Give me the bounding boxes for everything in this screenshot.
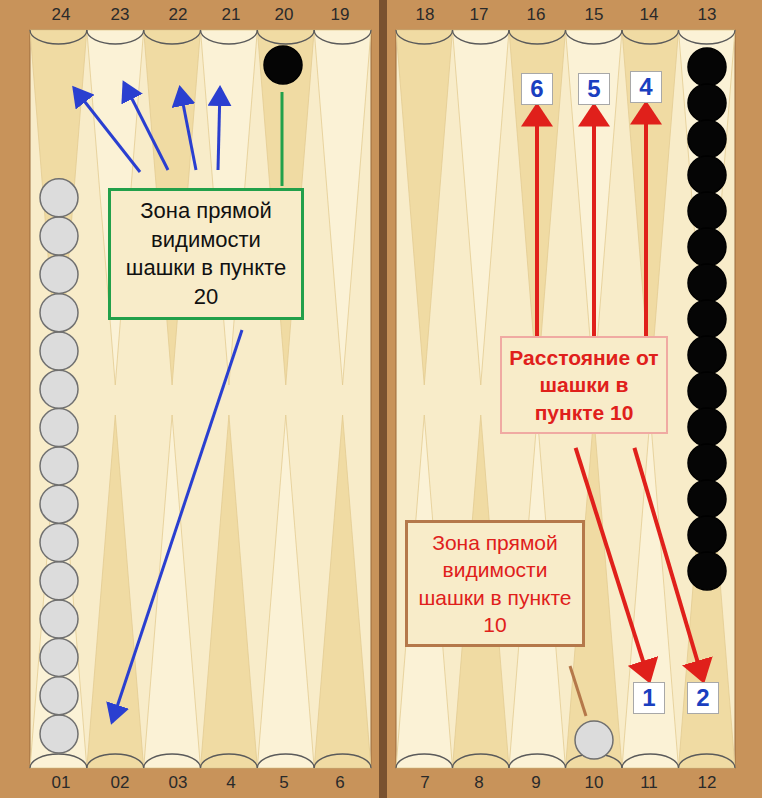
point-number: 02 — [111, 773, 130, 793]
point-number: 23 — [111, 5, 130, 25]
point-number: 22 — [169, 5, 188, 25]
arrow-connector — [576, 448, 649, 680]
point-number: 20 — [275, 5, 294, 25]
node-text: Расстояние от шашки в пункте 10 — [508, 344, 660, 426]
point-number: 7 — [420, 773, 429, 793]
point-number: 8 — [474, 773, 483, 793]
point-number: 5 — [279, 773, 288, 793]
point-number: 15 — [585, 5, 604, 25]
node-text: Зона прямой видимости шашки в пункте 10 — [418, 529, 572, 638]
number-box: 2 — [687, 682, 719, 714]
point-number: 14 — [640, 5, 659, 25]
point-number: 10 — [585, 773, 604, 793]
arrow-connector — [634, 448, 703, 680]
node-text: Зона прямой видимости шашки в пункте 20 — [124, 197, 288, 311]
point-number: 11 — [640, 773, 658, 793]
point-number: 19 — [331, 5, 350, 25]
node-text: 6 — [522, 75, 552, 103]
number-box: 5 — [578, 73, 610, 105]
number-box: 1 — [633, 682, 665, 714]
point-number: 4 — [226, 773, 235, 793]
sight-zone-box: Зона прямой видимости шашки в пункте 20 — [108, 188, 304, 320]
point-number: 17 — [470, 5, 489, 25]
point-number: 18 — [416, 5, 435, 25]
node-text: 4 — [631, 73, 661, 101]
sight-zone-box: Зона прямой видимости шашки в пункте 10 — [405, 520, 585, 647]
node-text: 5 — [579, 75, 609, 103]
point-number: 21 — [222, 5, 241, 25]
point-number: 03 — [169, 773, 188, 793]
arrow-connector — [535, 107, 539, 336]
number-box: 6 — [521, 73, 553, 105]
number-box: 4 — [630, 71, 662, 103]
point-number: 16 — [527, 5, 546, 25]
node-text: 1 — [634, 684, 664, 712]
point-number: 24 — [52, 5, 71, 25]
point-number: 01 — [52, 773, 71, 793]
point-number: 9 — [531, 773, 540, 793]
point-number: 13 — [698, 5, 717, 25]
node-text: 2 — [688, 684, 718, 712]
distance-box: Расстояние от шашки в пункте 10 — [500, 336, 668, 434]
arrow-connector — [592, 107, 596, 336]
point-number: 12 — [698, 773, 717, 793]
point-number: 6 — [335, 773, 344, 793]
arrow-connector — [644, 105, 648, 336]
